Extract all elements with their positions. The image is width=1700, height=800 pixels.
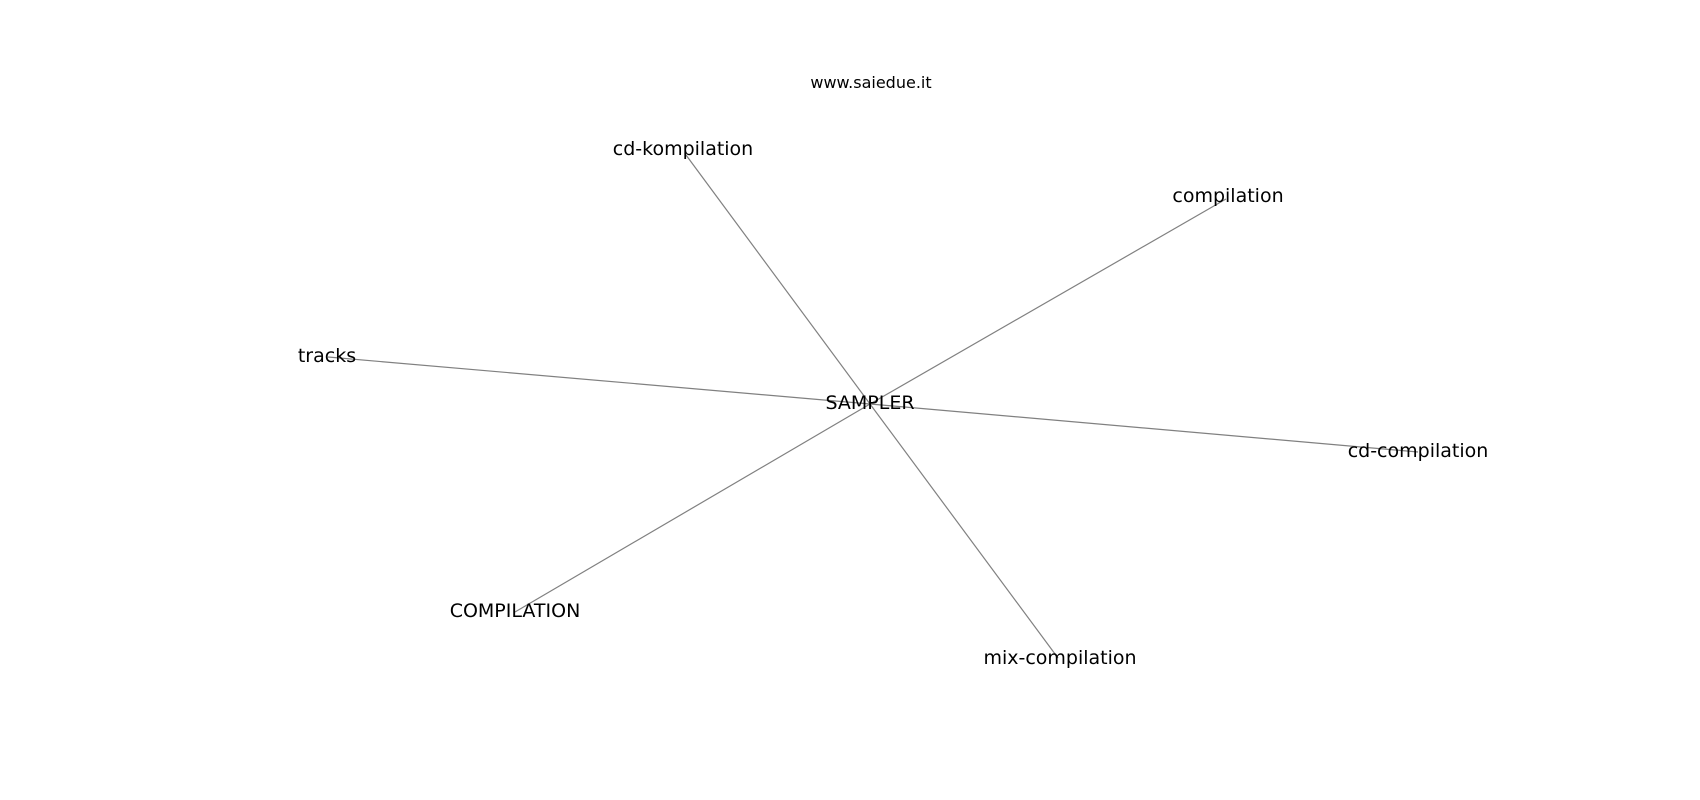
center-node-label: SAMPLER	[825, 392, 914, 414]
node-label-compilation: COMPILATION	[450, 600, 581, 622]
edge-cd-kompilation	[685, 154, 871, 405]
edge-cd-compilation	[869, 403, 1419, 453]
edge-tracks	[327, 356, 871, 405]
label-layer: SAMPLER cd-kompilation compilation tracks c…	[298, 138, 1488, 669]
site-title: www.saiedue.it	[810, 73, 931, 92]
node-label-cd-kompilation: cd-kompilation	[613, 138, 753, 160]
node-label-mix-compilation: mix-compilation	[983, 647, 1136, 669]
edge-layer	[327, 154, 1419, 659]
edge-mix-compilation	[869, 403, 1059, 659]
edge-compilation	[514, 403, 871, 613]
node-label-cd-compilation: cd-compilation	[1348, 440, 1489, 462]
node-label-tracks: tracks	[298, 345, 356, 367]
edge-compilation	[869, 198, 1227, 405]
node-label-compilation: compilation	[1172, 185, 1283, 207]
